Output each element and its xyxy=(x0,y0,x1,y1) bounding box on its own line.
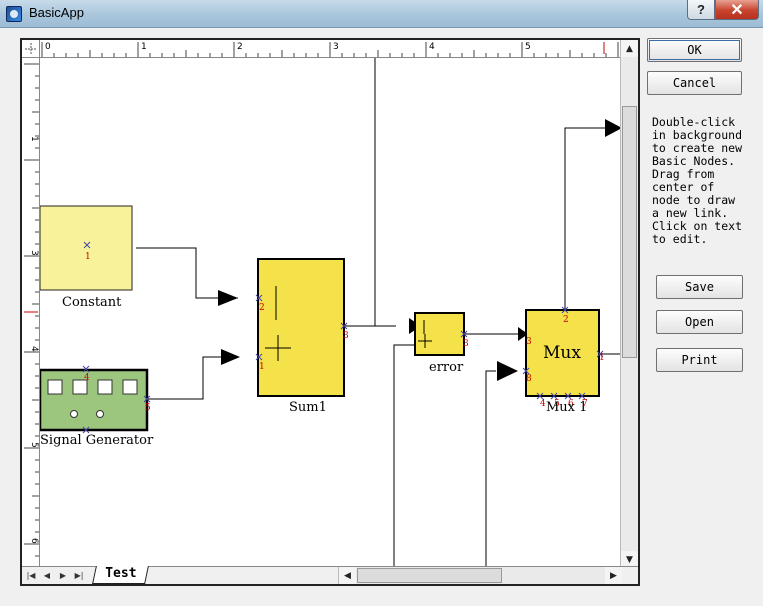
port-label: 8 xyxy=(526,374,532,384)
link-lines[interactable] xyxy=(136,58,622,568)
node-label-error[interactable]: error xyxy=(429,360,464,375)
node-label-mux[interactable]: Mux 1 xyxy=(546,400,587,415)
ruler-top-label: 2 xyxy=(237,42,243,52)
vertical-scroll-thumb[interactable] xyxy=(622,106,637,358)
window-title: BasicApp xyxy=(29,5,84,20)
port-label: 1 xyxy=(599,353,605,363)
ruler-left-label: 6 xyxy=(29,538,39,544)
arrowhead xyxy=(518,327,528,341)
port-label: 2 xyxy=(563,315,569,325)
port-label: 3 xyxy=(526,337,532,347)
ruler-left-label: 4 xyxy=(29,346,39,352)
print-button[interactable]: Print xyxy=(656,348,743,372)
tab-test[interactable]: Test xyxy=(92,566,150,584)
port-label: 1 xyxy=(259,362,265,372)
link-bottom-to-error[interactable] xyxy=(393,344,414,568)
help-button[interactable]: ? xyxy=(687,0,715,20)
link-generator-to-sum[interactable] xyxy=(148,356,238,400)
port-label: 4 xyxy=(540,399,546,409)
scroll-up-icon[interactable]: ▲ xyxy=(621,40,638,57)
port-label: 1 xyxy=(85,252,91,262)
node-constant[interactable]: 1 Constant xyxy=(40,205,133,310)
sheet-tab-bar: |◀ ◀ ▶ ▶| Test ◀ ▶ xyxy=(22,566,638,584)
link-bottom-to-mux[interactable] xyxy=(485,370,496,568)
node-sum[interactable]: 2 1 3 Sum1 xyxy=(255,258,349,415)
port-label: 7 xyxy=(582,399,588,409)
ruler-top-label: 0 xyxy=(45,42,51,52)
prev-sheet-icon[interactable]: ◀ xyxy=(43,571,51,580)
mux-title: Mux xyxy=(543,343,581,363)
arrowhead xyxy=(497,361,518,381)
vertical-ruler: 1 2 3 4 5 6 xyxy=(22,58,40,568)
last-sheet-icon[interactable]: ▶| xyxy=(74,571,84,580)
open-button[interactable]: Open xyxy=(656,310,743,334)
title-bar: BasicApp ? ✕ xyxy=(0,0,763,28)
scroll-down-icon[interactable]: ▼ xyxy=(621,551,638,568)
port-label: 6 xyxy=(568,399,574,409)
arrowhead xyxy=(221,349,240,365)
cancel-button[interactable]: Cancel xyxy=(647,71,742,95)
port-label: 2 xyxy=(259,303,265,313)
save-button[interactable]: Save xyxy=(656,275,743,299)
link-mux-top[interactable] xyxy=(564,127,605,310)
ruler-top-label: 4 xyxy=(429,42,435,52)
ruler-left-label: 3 xyxy=(29,250,39,256)
port-label: 3 xyxy=(463,339,469,349)
horizontal-ruler: 0 1 2 3 4 5 6 xyxy=(22,40,622,58)
link-constant-to-sum[interactable] xyxy=(136,247,238,299)
arrowhead xyxy=(605,119,622,137)
app-icon xyxy=(6,6,22,22)
node-error[interactable]: 3 error xyxy=(414,312,469,375)
next-sheet-icon[interactable]: ▶ xyxy=(59,571,67,580)
help-instructions: Double-click in background to create new… xyxy=(652,115,743,246)
node-label-signal-generator[interactable]: Signal Generator xyxy=(40,433,154,448)
arrowhead xyxy=(218,290,238,306)
port-label: 4 xyxy=(84,373,90,383)
port-label: 5 xyxy=(554,399,560,409)
ok-button[interactable]: OK xyxy=(647,38,742,62)
tab-test-label: Test xyxy=(105,566,137,581)
ruler-corner xyxy=(22,40,40,58)
node-label-constant[interactable]: Constant xyxy=(62,295,122,310)
node-signal-generator[interactable]: 4 5 Signal Generator xyxy=(40,365,154,448)
diagram-view: 0 1 2 3 4 5 6 1 2 3 4 5 6 xyxy=(20,38,640,586)
ruler-left-label: 5 xyxy=(29,442,39,448)
node-mux[interactable]: Mux 2 3 8 1 4 5 6 7 Mux 1 xyxy=(522,306,605,415)
horizontal-scroll-thumb[interactable] xyxy=(357,568,502,583)
scroll-right-icon[interactable]: ▶ xyxy=(605,567,622,584)
port-label: 5 xyxy=(145,403,151,413)
first-sheet-icon[interactable]: |◀ xyxy=(26,571,36,580)
ruler-top-label: 5 xyxy=(525,42,531,52)
ruler-top-label: 3 xyxy=(333,42,339,52)
vertical-scrollbar[interactable]: ▲ ▼ xyxy=(620,40,638,568)
ruler-left-label: 1 xyxy=(29,136,39,142)
ruler-top-label: 1 xyxy=(141,42,147,52)
horizontal-scrollbar[interactable]: ◀ ▶ xyxy=(338,567,622,584)
close-button[interactable]: ✕ xyxy=(715,0,759,20)
node-label-sum[interactable]: Sum1 xyxy=(289,400,327,415)
scroll-left-icon[interactable]: ◀ xyxy=(339,567,356,584)
port-label: 3 xyxy=(343,331,349,341)
diagram-canvas[interactable]: 1 Constant 4 5 Signal Generator xyxy=(40,58,622,568)
link-arrows xyxy=(218,119,622,381)
